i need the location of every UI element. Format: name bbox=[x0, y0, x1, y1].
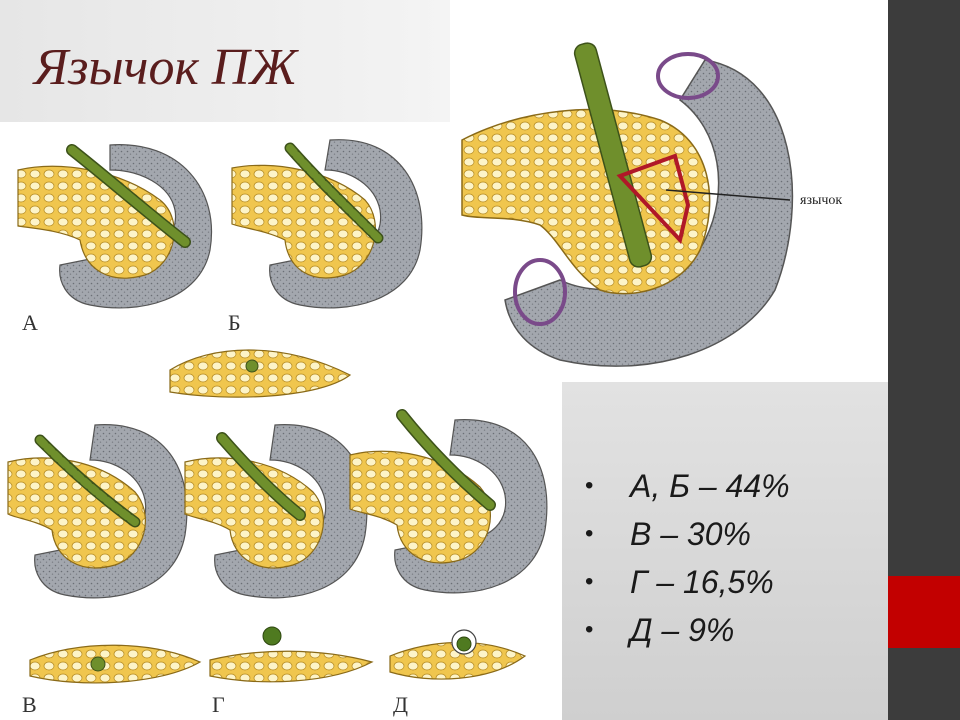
stats-item-text: Г – 16,5% bbox=[630, 564, 774, 600]
variant-a: А bbox=[17, 144, 212, 335]
stats-item-text: А, Б – 44% bbox=[630, 468, 790, 504]
slide-title: Язычок ПЖ bbox=[34, 39, 297, 96]
section-g: Г bbox=[209, 626, 374, 717]
stats-item: • В – 30% bbox=[580, 510, 790, 558]
variant-g bbox=[184, 424, 368, 599]
section-b bbox=[169, 349, 352, 398]
bullet-icon: • bbox=[585, 568, 594, 595]
callout-label: язычок bbox=[800, 193, 842, 208]
main-vessel bbox=[573, 42, 653, 268]
label-g: Г bbox=[212, 692, 225, 717]
variant-v bbox=[7, 424, 188, 599]
stats-item: • А, Б – 44% bbox=[580, 462, 790, 510]
stats-list: • А, Б – 44% • В – 30% • Г – 16,5% • Д – 9% bbox=[580, 462, 790, 654]
bullet-icon: • bbox=[585, 616, 594, 643]
main-vein-ring-bottom bbox=[513, 258, 567, 326]
stats-item-text: Д – 9% bbox=[630, 612, 735, 648]
callout-line bbox=[665, 189, 791, 201]
bullet-icon: • bbox=[585, 472, 594, 499]
side-accent bbox=[888, 576, 960, 648]
stats-item-text: В – 30% bbox=[630, 516, 751, 552]
main-duodenum bbox=[504, 59, 794, 367]
main-vein-ring-top bbox=[656, 52, 720, 100]
label-b: Б bbox=[228, 310, 241, 335]
stats-item: • Г – 16,5% bbox=[580, 558, 790, 606]
main-figure: язычок bbox=[450, 20, 888, 382]
title-band: Язычок ПЖ bbox=[0, 0, 450, 122]
label-v: В bbox=[22, 692, 37, 717]
variant-b: Б bbox=[228, 139, 423, 335]
variant-d bbox=[349, 409, 548, 594]
label-d: Д bbox=[393, 692, 408, 717]
stats-panel bbox=[562, 382, 888, 720]
pancreas-illustration: язычок А Б bbox=[7, 20, 888, 717]
label-a: А bbox=[22, 310, 38, 335]
section-v: В bbox=[22, 644, 202, 717]
stats-item: • Д – 9% bbox=[580, 606, 790, 654]
tongue-outline bbox=[616, 153, 691, 245]
section-d: Д bbox=[389, 629, 527, 717]
bullet-icon: • bbox=[585, 520, 594, 547]
